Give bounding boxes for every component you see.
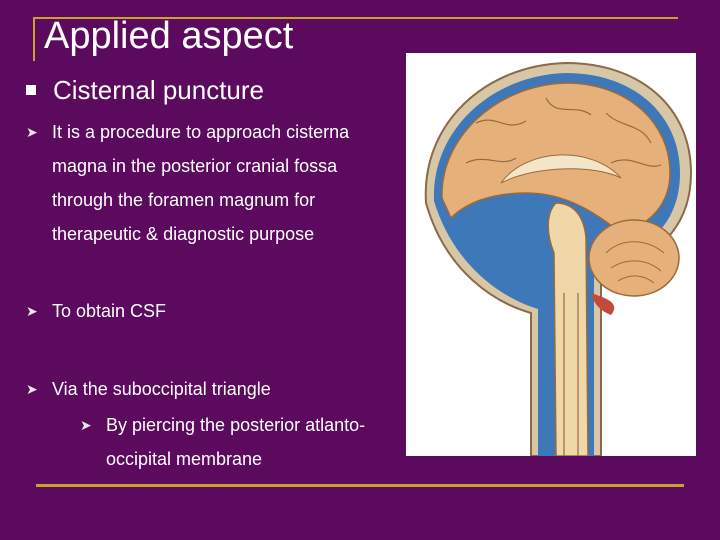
bullet-text: Via the suboccipital triangle <box>52 379 271 399</box>
bullet-item: ➤ To obtain CSF <box>26 294 166 328</box>
title-rule-horizontal <box>33 17 678 19</box>
brain-sagittal-illustration <box>406 53 696 456</box>
square-bullet-icon <box>26 85 36 95</box>
bullet-item: ➤ Via the suboccipital triangle <box>26 372 271 406</box>
arrowhead-bullet-icon: ➤ <box>80 417 92 433</box>
bottom-rule <box>36 484 684 487</box>
section-heading-text: Cisternal puncture <box>53 75 264 105</box>
arrowhead-bullet-icon: ➤ <box>26 303 38 319</box>
brain-sagittal-svg <box>424 61 693 456</box>
title-rule-vertical <box>33 17 35 61</box>
arrowhead-bullet-icon: ➤ <box>26 381 38 397</box>
slide-title: Applied aspect <box>44 15 294 57</box>
bullet-text: It is a procedure to approach cisterna m… <box>52 122 350 244</box>
sub-bullet-item: ➤ By piercing the posterior atlanto-occi… <box>80 408 400 476</box>
bullet-text: To obtain CSF <box>52 301 167 321</box>
bullet-item: ➤ It is a procedure to approach cisterna… <box>26 115 386 251</box>
sub-bullet-text: By piercing the posterior atlanto-occipi… <box>106 415 366 469</box>
section-heading: Cisternal puncture <box>26 75 264 105</box>
arrowhead-bullet-icon: ➤ <box>26 124 38 140</box>
